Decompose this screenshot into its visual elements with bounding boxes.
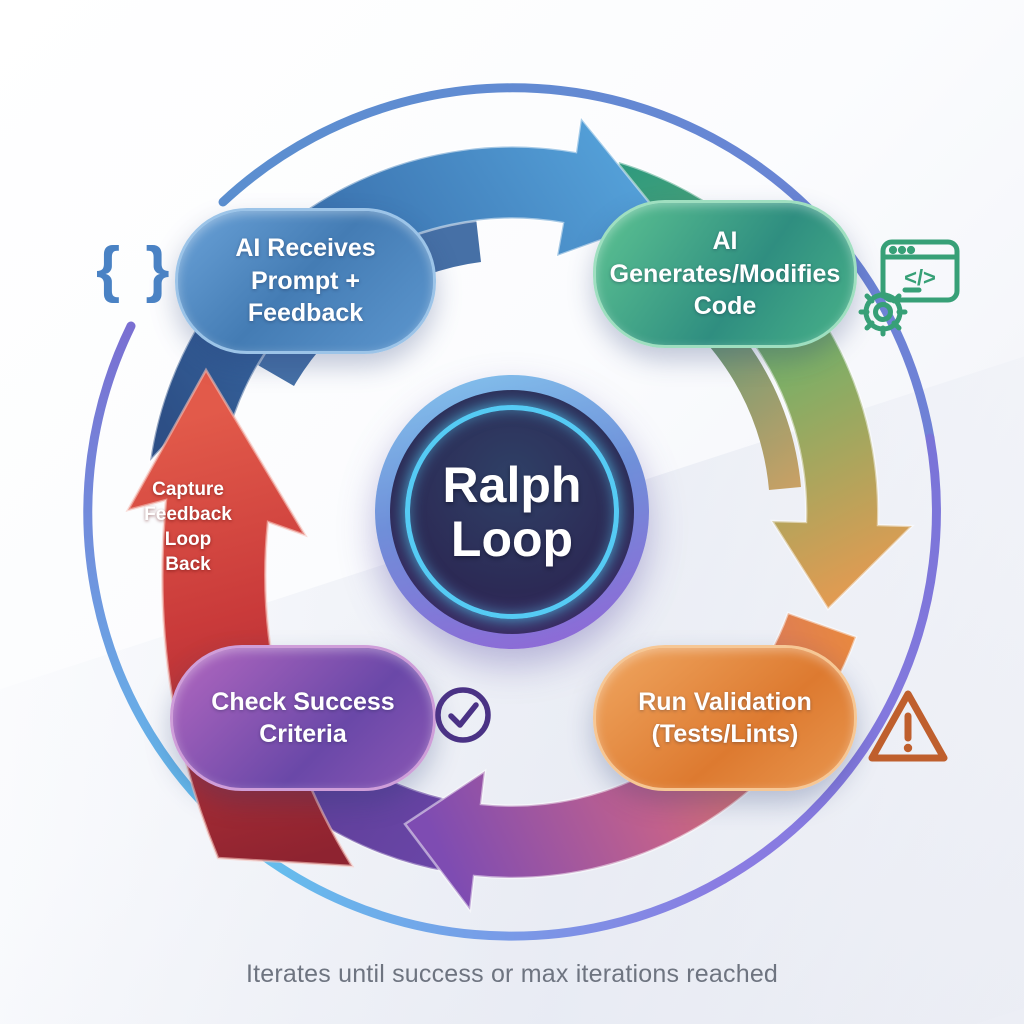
center-badge: Ralph Loop <box>375 375 649 649</box>
center-badge-title: Ralph Loop <box>405 405 619 619</box>
feedback-label-line: Back <box>165 554 211 576</box>
step-pill-ai-receives: AI Receives Prompt + Feedback <box>175 208 436 354</box>
pill-text-line: Run Validation <box>638 687 812 716</box>
pill-text-line: AI <box>712 227 738 256</box>
cycle-ribbon-green-under <box>641 261 801 490</box>
feedback-label-line: Loop <box>164 529 212 551</box>
pill-text-line: Generates/Modifies <box>609 259 841 288</box>
pill-text-line: Feedback <box>247 299 364 328</box>
pill-text-line: (Tests/Lints) <box>651 720 799 748</box>
braces-icon: { } <box>96 235 174 304</box>
feedback-arrow-label: Capture Feedback Loop Back <box>118 477 258 577</box>
code-brackets-glyph: </> <box>904 265 936 290</box>
center-badge-inner: Ralph Loop <box>390 390 634 634</box>
warning-triangle <box>868 690 948 762</box>
check-circle-icon <box>435 687 491 743</box>
pill-text-line: Criteria <box>259 720 347 748</box>
feedback-label-line: Capture <box>152 479 224 500</box>
code-window-gear-icon: </> <box>858 239 960 337</box>
outer-ring-arc-right <box>719 433 941 884</box>
center-title-line: Ralph <box>442 457 582 513</box>
pill-text-line: Code <box>693 292 757 321</box>
outer-ring-arc-bottom <box>234 832 729 941</box>
outer-ring-arc-left <box>83 321 244 842</box>
warning-icon <box>868 690 948 762</box>
center-title-line: Loop <box>450 511 574 567</box>
step-pill-run-validation: Run Validation (Tests/Lints) <box>593 645 857 791</box>
caption-text: Iterates until success or max iterations… <box>245 960 779 988</box>
pill-text-line: Check Success <box>211 687 395 716</box>
step-pill-check-success: Check Success Criteria <box>170 645 436 791</box>
step-pill-ai-generates: AI Generates/Modifies Code <box>593 200 857 348</box>
feedback-label-line: Feedback <box>144 504 232 526</box>
code-window-frame <box>880 239 960 303</box>
pill-text-line: Prompt + <box>250 266 361 295</box>
pill-text-line: AI Receives <box>235 234 376 263</box>
